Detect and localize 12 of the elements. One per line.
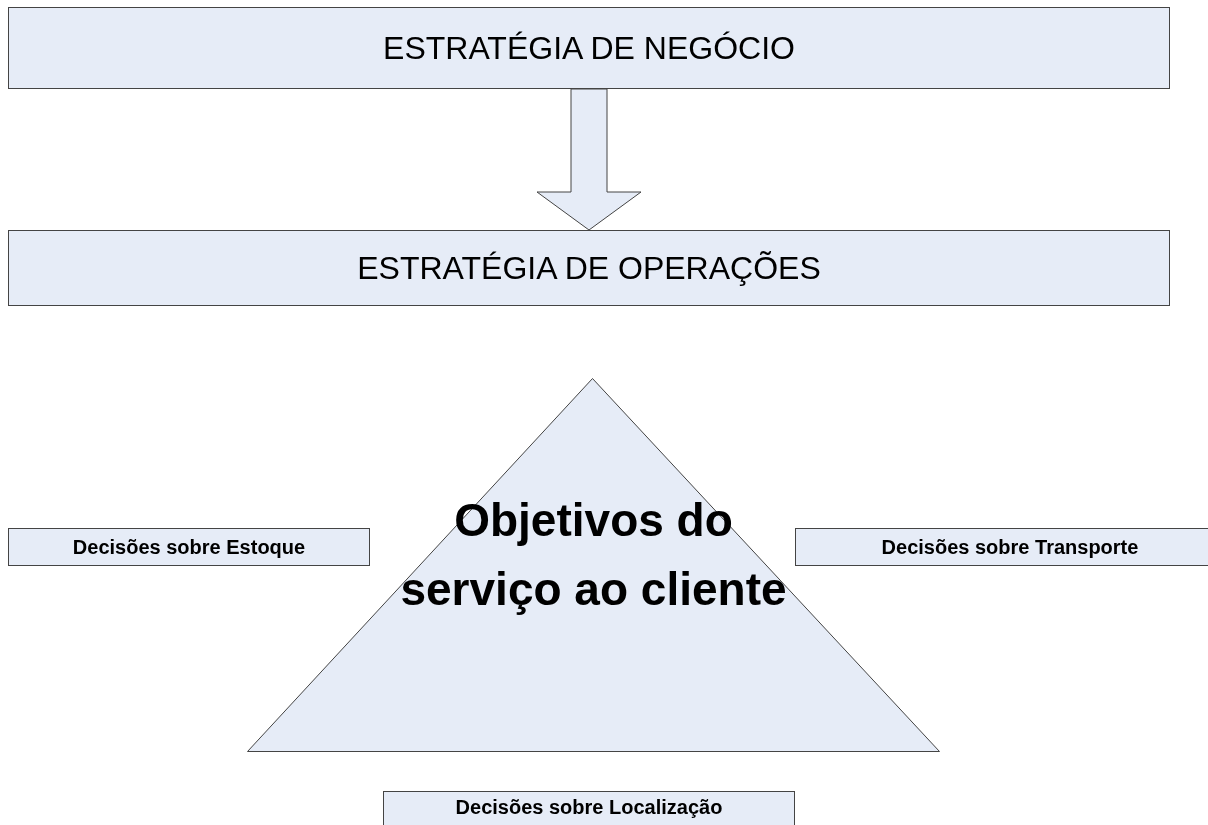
strategy-band [8,7,1170,89]
decision-box [795,528,1208,566]
heading-text: ESTRATÉGIA DE NEGÓCIO [383,29,795,67]
triangle-label: Objetivos do serviço ao cliente [399,493,788,617]
box-label: Decisões sobre Estoque [72,535,306,559]
decision-box [8,528,370,566]
box-label: Decisões sobre Localização [455,795,723,819]
strategy-band [8,230,1170,306]
block-arrow [536,88,642,231]
box-label: Decisões sobre Transporte [881,535,1139,559]
decision-box [383,791,795,825]
heading-text: ESTRATÉGIA DE OPERAÇÕES [357,249,821,287]
